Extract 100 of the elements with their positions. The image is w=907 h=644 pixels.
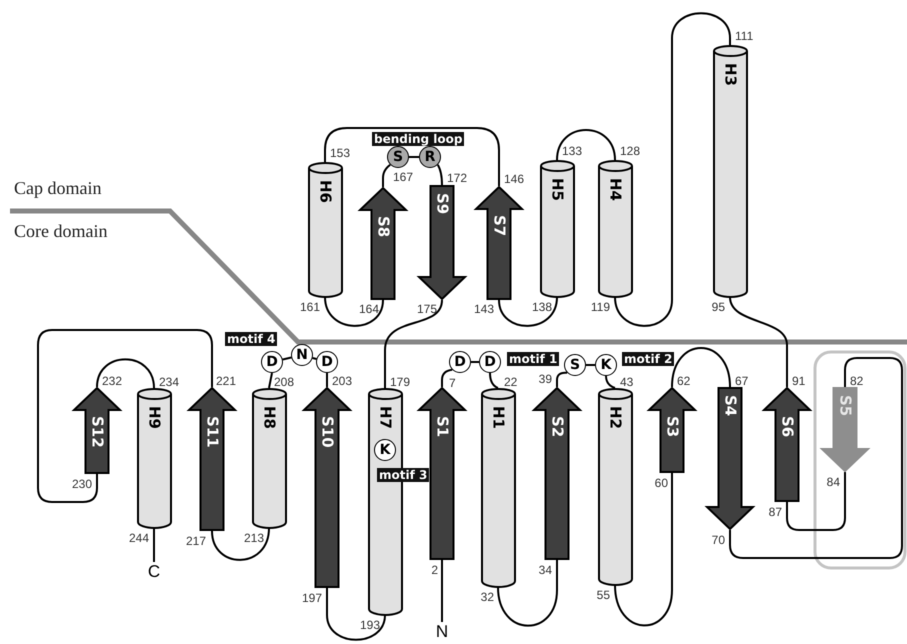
residue-number: 143 <box>474 302 494 316</box>
strand-label: S11 <box>204 416 220 448</box>
residue-number: 146 <box>504 172 524 186</box>
loop-line <box>614 473 673 626</box>
loop-line <box>614 12 731 327</box>
residue-number: 208 <box>274 375 294 389</box>
residue-number: 230 <box>72 477 92 491</box>
beta-strand <box>418 387 466 560</box>
beta-strand <box>73 387 121 474</box>
residue-circle: D <box>479 351 501 373</box>
beta-strand <box>648 387 696 473</box>
motif-label: motif 3 <box>377 468 430 482</box>
residue-number: 22 <box>504 375 518 389</box>
helix-label: H2 <box>608 406 622 429</box>
helix-label: H1 <box>490 406 506 429</box>
beta-strand <box>763 387 811 502</box>
residue-circle: R <box>419 146 441 168</box>
helix-cylinder <box>480 388 516 587</box>
residue-number: 60 <box>654 476 668 490</box>
beta-strand <box>533 387 581 560</box>
loop-line <box>556 372 568 387</box>
strand-label: S9 <box>434 193 450 214</box>
loop-line <box>556 129 616 160</box>
residue-number: 167 <box>393 170 414 184</box>
loop-line <box>324 127 500 186</box>
strand-label: S10 <box>320 416 334 448</box>
domain-label: Core domain <box>14 221 108 242</box>
helix-cylinder <box>598 388 632 585</box>
loop-line <box>671 347 731 388</box>
residue-number: 221 <box>216 374 236 388</box>
helix-label: H9 <box>146 406 162 429</box>
loop-line <box>498 296 558 327</box>
residue-number: 55 <box>596 588 610 602</box>
residue-number: 217 <box>186 534 206 548</box>
loop-line <box>211 528 270 561</box>
residue-number: 197 <box>302 591 322 605</box>
residue-number: 203 <box>332 374 352 388</box>
strand-label: S4 <box>722 395 738 416</box>
loop-line <box>282 356 292 360</box>
terminus-label: C <box>145 562 163 582</box>
residue-number: 153 <box>330 146 350 160</box>
loop-line <box>436 164 443 186</box>
strand-label: S2 <box>550 416 564 438</box>
loop-line <box>786 472 846 531</box>
residue-circle: N <box>291 344 313 366</box>
helix-cylinder <box>540 160 574 297</box>
strand-label: S8 <box>376 216 390 238</box>
residue-number: 84 <box>826 475 840 489</box>
residue-circle: S <box>387 146 409 168</box>
residue-number: 7 <box>449 376 456 390</box>
motif-label: motif 2 <box>622 352 674 366</box>
residue-number: 82 <box>850 374 864 388</box>
strand-label: S5 <box>838 395 852 416</box>
loop-line <box>326 588 386 641</box>
residue-number: 62 <box>677 374 690 388</box>
residue-number: 2 <box>431 563 438 577</box>
beta-strand <box>475 186 523 300</box>
residue-circle: D <box>449 351 471 373</box>
loop-line <box>409 156 419 158</box>
residue-number: 43 <box>620 375 634 389</box>
motif-label: motif 1 <box>507 352 560 366</box>
helix-cylinder <box>136 388 172 528</box>
residue-number: 67 <box>735 374 748 388</box>
strand-label: S1 <box>434 416 450 438</box>
region-label: bending loop <box>372 132 464 146</box>
helix-label: H5 <box>550 178 564 201</box>
residue-number: 172 <box>447 171 468 185</box>
strand-label: S3 <box>664 416 680 438</box>
beta-strand <box>821 387 869 472</box>
helix-label: H7 <box>378 406 392 429</box>
loop-line <box>324 296 384 327</box>
helix-cylinder <box>252 388 286 528</box>
residue-number: 119 <box>590 300 610 314</box>
beta-strand <box>303 387 351 588</box>
loop-line <box>729 357 903 559</box>
loop-line <box>268 372 273 388</box>
loop-line <box>384 300 443 388</box>
loop-line <box>605 376 616 389</box>
loop-line <box>382 164 391 187</box>
terminus-label: N <box>433 622 451 642</box>
residue-number: 34 <box>538 563 552 577</box>
residue-number: 244 <box>128 531 149 545</box>
loop-line <box>326 373 328 387</box>
residue-number: 32 <box>480 590 494 604</box>
beta-strand <box>188 387 236 531</box>
residue-number: 91 <box>792 374 806 388</box>
strand-label: S12 <box>90 416 104 448</box>
beta-strand <box>706 387 754 530</box>
residue-number: 95 <box>712 300 725 314</box>
residue-number: 175 <box>416 302 437 316</box>
loop-line <box>586 364 595 366</box>
helix-label: H3 <box>722 63 738 86</box>
loop-line <box>497 560 558 627</box>
residue-circle: D <box>316 351 338 373</box>
residue-number: 133 <box>562 144 582 158</box>
residue-number: 87 <box>768 505 782 519</box>
helix-cylinder <box>712 45 748 297</box>
domain-label: Cap domain <box>14 178 102 199</box>
residue-number: 232 <box>102 374 122 388</box>
loop-line <box>96 358 155 388</box>
